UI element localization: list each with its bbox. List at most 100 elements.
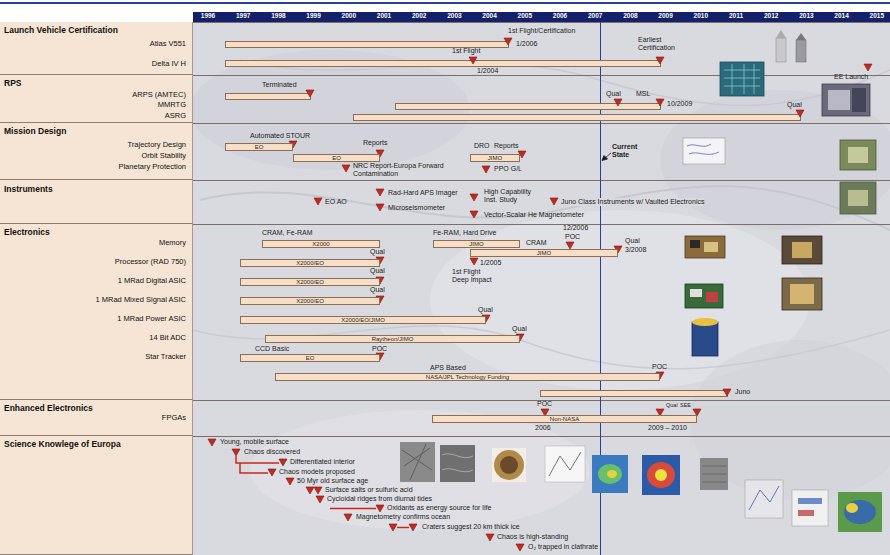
milestone-label: PPO G/L	[494, 165, 522, 173]
year-label: 1998	[271, 13, 285, 20]
milestone-marker	[469, 57, 477, 64]
bar-label: EO	[306, 355, 315, 361]
category-band: Enhanced ElectronicsFPGAs	[0, 400, 193, 436]
category-heading: Launch Vehicle Certification	[4, 26, 118, 36]
row-label: Processor (RAD 750)	[115, 258, 186, 267]
milestone-marker	[470, 194, 478, 201]
milestone-marker	[550, 198, 558, 205]
milestone-label: 1st Flight	[452, 47, 480, 55]
task-bar: Non-NASA	[432, 415, 697, 423]
task-bar: EO	[225, 143, 293, 151]
milestone-label: 1/2004	[477, 67, 498, 75]
milestone-marker	[723, 389, 731, 396]
year-label: 2014	[834, 13, 848, 20]
current-state-arrow	[602, 153, 611, 161]
milestone-label: CRAM	[526, 239, 547, 247]
year-label: 1999	[306, 13, 320, 20]
bar-label: JIMO	[537, 250, 551, 256]
row-label: Memory	[159, 239, 186, 248]
row-label: Orbit Stability	[141, 152, 186, 161]
task-bar: JIMO	[470, 154, 520, 162]
milestone-label: EO AO	[325, 198, 347, 206]
task-bar: X2000/EO	[240, 297, 380, 305]
category-band: Science Knowlege of Europa	[0, 436, 193, 555]
bar-label: Non-NASA	[550, 416, 579, 422]
milestone-label: Qual	[606, 90, 621, 98]
milestone-label: Qual	[666, 402, 678, 408]
year-label: 2011	[729, 13, 743, 20]
bar-label: NASA/JPL Technology Funding	[426, 374, 509, 380]
report-photo	[683, 138, 725, 164]
year-label: 1996	[201, 13, 215, 20]
milestone-label: 2006	[535, 424, 551, 432]
milestone-label: Qual	[370, 248, 385, 256]
milestone-marker	[516, 544, 524, 551]
milestone-label: 1st Flight Deep Impact	[452, 268, 498, 283]
milestone-label: Qual	[370, 286, 385, 294]
task-bar	[226, 42, 801, 397]
task-bar: Raytheon/JIMO	[265, 335, 520, 343]
milestone-label: Terminated	[262, 81, 297, 89]
milestone-marker	[314, 198, 322, 205]
milestone-label: Surface salts or sulfuric acid	[325, 486, 413, 494]
milestone-marker	[376, 204, 384, 211]
task-bar: X2000	[262, 240, 380, 248]
milestone-label: EE Launch	[834, 73, 868, 81]
milestone-label: Chaos discovered	[244, 448, 300, 456]
milestone-label: Microseismometer	[388, 204, 445, 212]
milestone-marker	[232, 449, 240, 456]
task-bar: X2000/EO	[240, 278, 380, 286]
year-label: 2003	[447, 13, 461, 20]
milestone-label: CCD Basic	[255, 345, 289, 353]
bar-label: X2000/EO	[296, 298, 324, 304]
milestone-label: Craters suggest 20 km thick ice	[422, 523, 520, 531]
milestone-marker	[376, 505, 384, 512]
year-label: 2005	[518, 13, 532, 20]
milestone-marker	[796, 110, 804, 117]
year-label: 2012	[764, 13, 778, 20]
milestone-marker	[279, 459, 287, 466]
milestone-label: NRC Report-Europa Forward Contamination	[353, 162, 453, 177]
milestone-label: POC	[652, 363, 667, 371]
milestone-marker	[306, 90, 314, 97]
milestone-label: O₂ trapped in clathrate	[528, 543, 598, 551]
category-heading: Electronics	[4, 228, 50, 238]
year-header	[193, 12, 890, 22]
year-label: 2006	[553, 13, 567, 20]
year-label: 2008	[623, 13, 637, 20]
rps-photo	[720, 62, 870, 116]
milestone-label: 1/2006	[516, 40, 537, 48]
category-band: RPSARPS (AMTEC)MMRTGASRG	[0, 75, 193, 123]
bar-label: X2000/EO	[296, 279, 324, 285]
milestone-label: Earliest Certification	[638, 36, 682, 51]
milestone-label: Current State	[612, 143, 646, 158]
milestone-label: APS Based	[430, 364, 466, 372]
milestone-label: High Capability Inst. Study	[484, 188, 544, 203]
row-label: ARPS (AMTEC)	[132, 91, 186, 100]
task-bar: EO	[240, 354, 380, 362]
milestone-marker	[389, 524, 397, 531]
category-band: Instruments	[0, 180, 193, 224]
milestone-marker	[864, 64, 872, 71]
milestone-label: Qual	[512, 325, 527, 333]
milestone-label: 3/2008	[625, 246, 646, 254]
milestone-marker	[306, 487, 314, 494]
milestone-marker	[342, 165, 350, 172]
milestone-label: Oxidants as energy source for life	[387, 504, 491, 512]
milestone-marker	[208, 439, 216, 446]
year-label: 2007	[588, 13, 602, 20]
science-photo	[400, 442, 882, 532]
milestone-label: Qual	[625, 237, 640, 245]
row-label: 1 MRad Digital ASIC	[118, 277, 186, 286]
milestone-marker	[614, 99, 622, 106]
bar-label: X2000/EO/JIMO	[341, 317, 385, 323]
milestone-marker	[268, 469, 276, 476]
milestone-marker	[656, 99, 664, 106]
bar-label: JIMO	[469, 241, 483, 247]
milestone-label: Reports	[363, 139, 388, 147]
task-bar: X2000/EO/JIMO	[240, 316, 486, 324]
row-label: 1 MRad Mixed Signal ASIC	[96, 296, 186, 305]
milestone-label: 12/2006	[563, 224, 588, 232]
section-rule	[0, 23, 890, 437]
task-bar: NASA/JPL Technology Funding	[275, 373, 660, 381]
